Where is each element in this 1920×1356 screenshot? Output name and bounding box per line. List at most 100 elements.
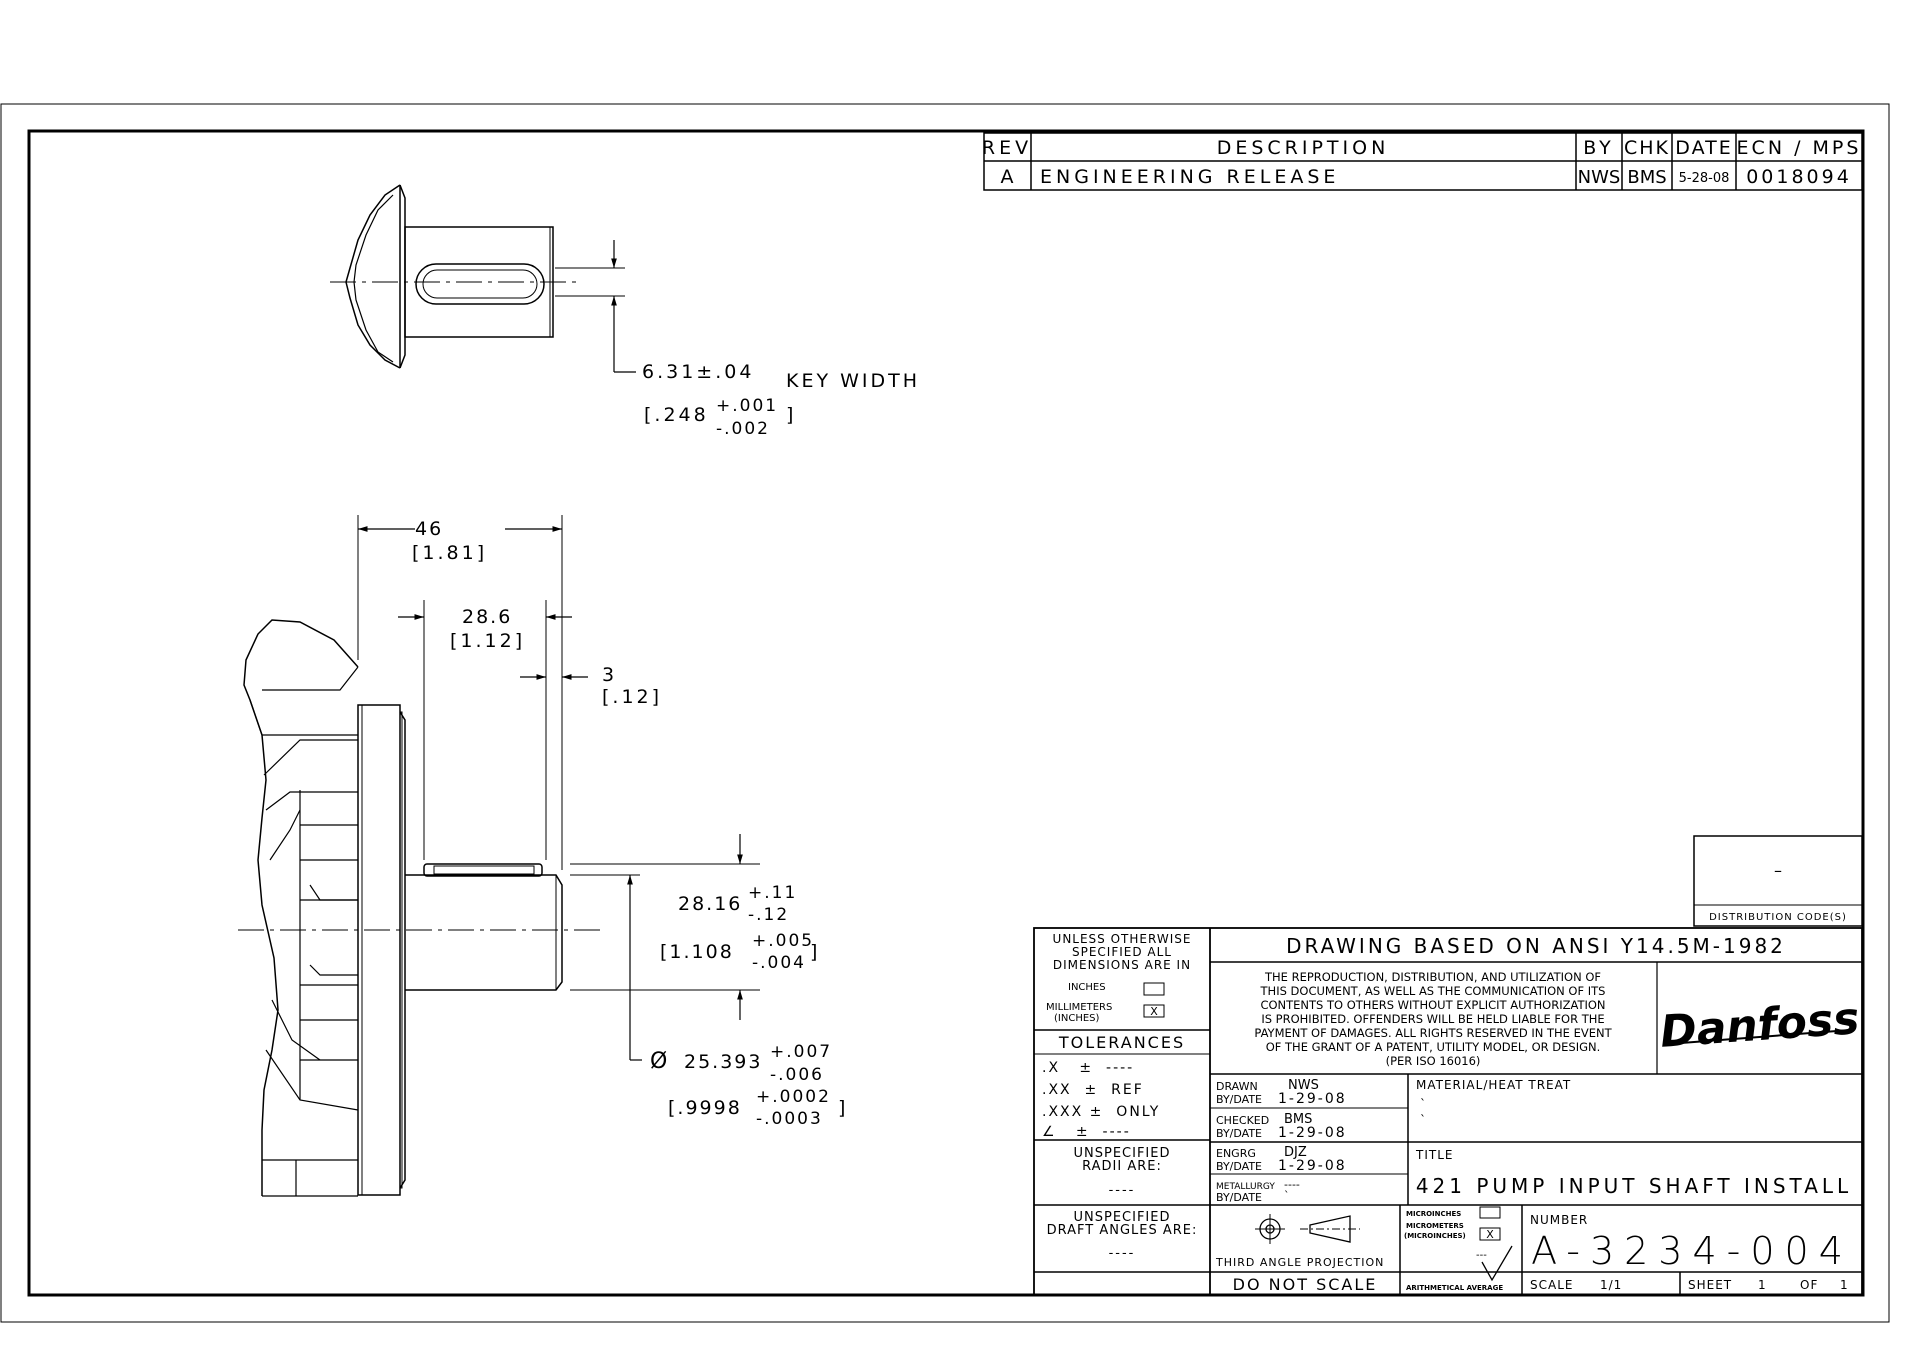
inches-checkbox — [1143, 982, 1165, 996]
distribution-code-label: DISTRIBUTION CODE(S) — [1709, 912, 1847, 923]
inches-option: INCHES — [1068, 982, 1106, 993]
length-46-inch: [1.81] — [412, 542, 487, 564]
dim-28-16-plus: +.11 — [748, 883, 797, 903]
sheet-value: 1 — [1758, 1278, 1766, 1292]
ecn-header: ECN / MPS — [1737, 137, 1862, 159]
scale-label: SCALE — [1530, 1278, 1573, 1292]
outer-border — [0, 103, 1890, 1323]
ecn-value: 0018094 — [1746, 166, 1852, 188]
engrg-by: DJZ — [1284, 1145, 1307, 1160]
drawing-number: A-3234-004 — [1531, 1229, 1853, 1273]
micrometers-check-mark: X — [1486, 1228, 1494, 1241]
unless-line2: SPECIFIED ALL — [1072, 945, 1172, 959]
dim-1-108-inch: [1.108 — [660, 941, 734, 963]
drawing-standard: DRAWING BASED ON ANSI Y14.5M-1982 — [1286, 934, 1786, 958]
length-28-6-mm: 28.6 — [462, 606, 512, 628]
checked-by: BMS — [1284, 1112, 1312, 1127]
draft-line2: DRAFT ANGLES ARE: — [1047, 1223, 1198, 1238]
dim-28-16-minus: -.12 — [748, 905, 789, 925]
rev-value: A — [1001, 166, 1014, 188]
checked-label: CHECKED — [1216, 1114, 1269, 1127]
radii-line2: RADII ARE: — [1082, 1159, 1162, 1174]
key-width-minus: -.002 — [716, 419, 770, 439]
dim-1-108-minus: -.004 — [752, 953, 806, 973]
checked-date: 1-29-08 — [1278, 1125, 1347, 1141]
surface-finish-icon — [1481, 1245, 1513, 1282]
rev-header: REV — [982, 137, 1032, 159]
material-line-2: ` — [1420, 1113, 1426, 1127]
drawing-title: 421 PUMP INPUT SHAFT INSTALL — [1416, 1174, 1852, 1198]
length-3-inch: [.12] — [602, 686, 662, 708]
metallurgy-bydate-label: BY/DATE — [1216, 1191, 1262, 1204]
engrg-date: 1-29-08 — [1278, 1158, 1347, 1174]
date-value: 5-28-08 — [1679, 171, 1730, 186]
engrg-bydate-label: BY/DATE — [1216, 1160, 1262, 1173]
draft-line1: UNSPECIFIED — [1074, 1210, 1171, 1225]
key-width-mm: 6.31±.04 — [642, 361, 754, 383]
metallurgy-value: ---- — [1284, 1178, 1300, 1191]
tolerances-heading: TOLERANCES — [1058, 1033, 1185, 1052]
title-label: TITLE — [1415, 1148, 1453, 1162]
dim-28-16-mm: 28.16 — [678, 893, 742, 915]
radii-value: ---- — [1109, 1183, 1136, 1198]
metallurgy-date: ` — [1284, 1189, 1290, 1202]
notice-line-1: THE REPRODUCTION, DISTRIBUTION, AND UTIL… — [1264, 970, 1601, 984]
millimeters-checkbox — [1143, 1004, 1165, 1018]
inner-border — [27, 129, 1865, 1297]
microinches-checkbox — [1479, 1206, 1501, 1219]
chk-value: BMS — [1627, 167, 1666, 188]
diameter-inch: [.9998 — [668, 1097, 742, 1119]
checked-bydate-label: BY/DATE — [1216, 1127, 1262, 1140]
title-block: UNLESS OTHERWISE SPECIFIED ALL DIMENSION… — [1033, 927, 1863, 1296]
danfoss-logo: Danfoss — [1659, 993, 1861, 1058]
revision-block: REV DESCRIPTION BY CHK DATE ECN / MPS A … — [982, 132, 1863, 191]
diameter-inch-minus: -.0003 — [756, 1109, 823, 1129]
projection-cone-icon — [1309, 1215, 1351, 1243]
do-not-scale: DO NOT SCALE — [1233, 1275, 1378, 1294]
millimeters-option: MILLIMETERS — [1046, 1002, 1112, 1013]
of-label: OF — [1800, 1278, 1818, 1292]
material-line-1: ` — [1420, 1097, 1426, 1111]
notice-line-2: THIS DOCUMENT, AS WELL AS THE COMMUNICAT… — [1260, 984, 1606, 998]
drawn-date: 1-29-08 — [1278, 1091, 1347, 1107]
date-header: DATE — [1675, 137, 1732, 159]
length-28-6-inch: [1.12] — [450, 630, 525, 652]
number-label: NUMBER — [1530, 1213, 1588, 1227]
distribution-code-value: – — [1774, 861, 1782, 880]
radii-line1: UNSPECIFIED — [1074, 1146, 1171, 1161]
notice-line-3: CONTENTS TO OTHERS WITHOUT EXPLICIT AUTH… — [1260, 998, 1605, 1012]
chk-header: CHK — [1624, 137, 1670, 159]
drawn-by: NWS — [1288, 1078, 1319, 1093]
notice-line-4: IS PROHIBITED. OFFENDERS WILL BE HELD LI… — [1261, 1012, 1604, 1026]
tolerance-angle: ∠ ± ---- — [1042, 1124, 1131, 1140]
shaft-end-view: 6.31±.04 KEY WIDTH [.248 +.001 -.002 ] — [330, 184, 920, 439]
microinches-label: MICROINCHES — [1406, 1210, 1461, 1218]
unless-line1: UNLESS OTHERWISE — [1053, 932, 1192, 946]
projection-label: THIRD ANGLE PROJECTION — [1215, 1256, 1384, 1269]
diameter-minus: -.006 — [770, 1065, 824, 1085]
diameter-inch-close: ] — [838, 1097, 845, 1119]
notice-line-5: PAYMENT OF DAMAGES. ALL RIGHTS RESERVED … — [1254, 1026, 1612, 1040]
metallurgy-label: METALLURGY — [1216, 1182, 1275, 1192]
by-value: NWS — [1578, 167, 1621, 188]
key-width-label: KEY WIDTH — [786, 370, 920, 392]
diameter-plus: +.007 — [770, 1042, 832, 1062]
micrometers-sub: (MICROINCHES) — [1404, 1232, 1466, 1240]
side-section-view: 46 [1.81] 28.6 [1.12] 3 [.12] 28.16 +.11… — [238, 515, 845, 1197]
micrometers-checkbox — [1479, 1227, 1501, 1241]
material-label: MATERIAL/HEAT TREAT — [1416, 1078, 1571, 1092]
finish-value: --- — [1476, 1250, 1487, 1261]
sheet-label: SHEET — [1688, 1278, 1732, 1292]
distribution-code-box: – DISTRIBUTION CODE(S) — [1693, 835, 1863, 927]
diameter-symbol: Ø — [650, 1049, 667, 1074]
dim-1-108-close: ] — [810, 941, 817, 963]
by-header: BY — [1583, 137, 1615, 159]
draft-value: ---- — [1109, 1246, 1136, 1261]
length-46-mm: 46 — [415, 518, 443, 540]
tolerance-xxx: .XXX ± ONLY — [1042, 1104, 1160, 1120]
millimeters-option-sub: (INCHES) — [1054, 1013, 1099, 1024]
tolerance-xx: .XX ± REF — [1042, 1082, 1144, 1098]
tolerance-x: .X ± ---- — [1042, 1060, 1134, 1076]
key-width-close: ] — [786, 404, 793, 426]
